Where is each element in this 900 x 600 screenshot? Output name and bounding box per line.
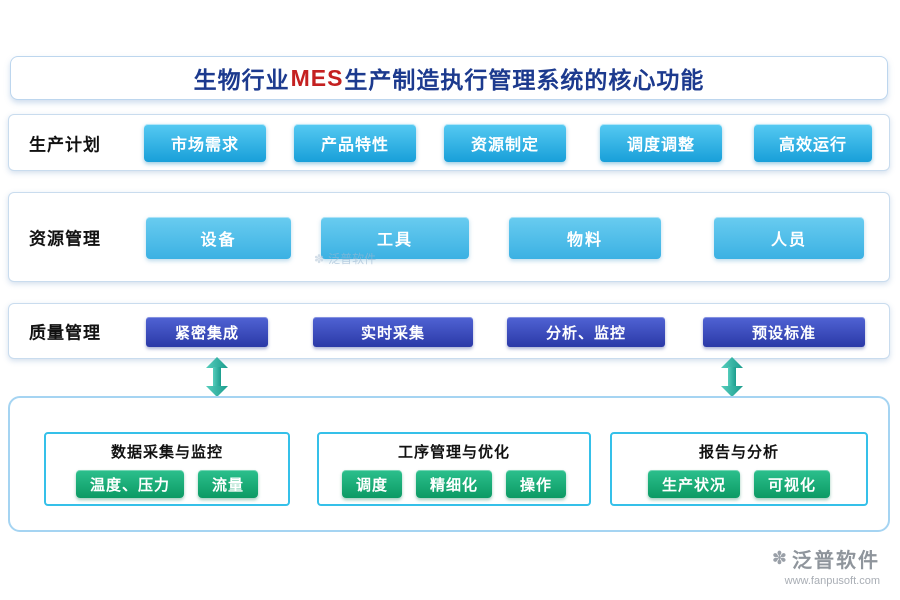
item-tools[interactable]: 工具 xyxy=(321,217,469,259)
item-personnel[interactable]: 人员 xyxy=(714,217,864,259)
row-label-production-plan: 生产计划 xyxy=(29,135,101,154)
fanpu-logo-icon: ✽ xyxy=(771,548,787,568)
title-prefix: 生物行业 xyxy=(193,67,290,93)
item-resource-making[interactable]: 资源制定 xyxy=(444,124,566,162)
row-label-quality-management: 质量管理 xyxy=(29,323,101,343)
item-product-character[interactable]: 产品特性 xyxy=(294,124,416,162)
item-efficient-run[interactable]: 高效运行 xyxy=(754,124,872,162)
group-title-data-collection: 数据采集与监控 xyxy=(110,444,223,461)
group-title-report-analysis: 报告与分析 xyxy=(698,444,779,461)
double-arrow-icon xyxy=(206,357,228,397)
group-process-management: 工序管理与优化 调度 精细化 操作 xyxy=(317,432,591,506)
group-data-collection: 数据采集与监控 温度、压力 流量 xyxy=(44,432,290,506)
item-scheduling[interactable]: 调度 xyxy=(341,470,402,498)
bottom-panel: 数据采集与监控 温度、压力 流量 工序管理与优化 调度 精细化 操作 报告与分析… xyxy=(8,396,890,532)
item-materials[interactable]: 物料 xyxy=(509,217,661,259)
group-buttons: 生产状况 可视化 xyxy=(612,470,866,498)
row-resource-management: 资源管理 设备 工具 物料 人员 ✽ 泛普软件 xyxy=(8,192,890,282)
title-highlight: MES xyxy=(290,64,344,91)
item-refinement[interactable]: 精细化 xyxy=(415,470,492,498)
group-title-process-management: 工序管理与优化 xyxy=(397,444,510,461)
row-quality-management: 质量管理 紧密集成 实时采集 分析、监控 预设标准 xyxy=(8,303,890,359)
item-tight-integration[interactable]: 紧密集成 xyxy=(146,317,268,347)
item-realtime-collection[interactable]: 实时采集 xyxy=(313,317,473,347)
footer-brand-name: 泛普软件 xyxy=(792,550,880,572)
double-arrow-icon xyxy=(721,357,743,397)
footer-url: www.fanpusoft.com xyxy=(784,575,880,587)
watermark: ✽ 泛普软件 xyxy=(314,250,376,267)
row-production-plan: 生产计划 市场需求 产品特性 资源制定 调度调整 高效运行 xyxy=(8,114,890,171)
item-production-status[interactable]: 生产状况 xyxy=(647,470,740,498)
footer-brand-row: ✽ 泛普软件 xyxy=(772,544,880,573)
item-market-demand[interactable]: 市场需求 xyxy=(144,124,266,162)
item-temperature-pressure[interactable]: 温度、压力 xyxy=(75,470,184,498)
watermark-logo-icon: ✽ xyxy=(314,251,325,266)
footer-brand: ✽ 泛普软件 www.fanpusoft.com xyxy=(772,544,880,587)
group-buttons: 调度 精细化 操作 xyxy=(319,470,589,498)
item-flow[interactable]: 流量 xyxy=(198,470,259,498)
item-operation[interactable]: 操作 xyxy=(506,470,567,498)
item-preset-standard[interactable]: 预设标准 xyxy=(703,317,865,347)
item-visualization[interactable]: 可视化 xyxy=(754,470,831,498)
title-suffix: 生产制造执行管理系统的核心功能 xyxy=(344,67,705,93)
row-label-resource-management: 资源管理 xyxy=(29,229,101,249)
watermark-text: 泛普软件 xyxy=(328,252,377,266)
item-schedule-adjust[interactable]: 调度调整 xyxy=(600,124,722,162)
item-analysis-monitoring[interactable]: 分析、监控 xyxy=(507,317,665,347)
group-report-analysis: 报告与分析 生产状况 可视化 xyxy=(610,432,868,506)
item-equipment[interactable]: 设备 xyxy=(146,217,291,259)
group-buttons: 温度、压力 流量 xyxy=(46,470,288,498)
